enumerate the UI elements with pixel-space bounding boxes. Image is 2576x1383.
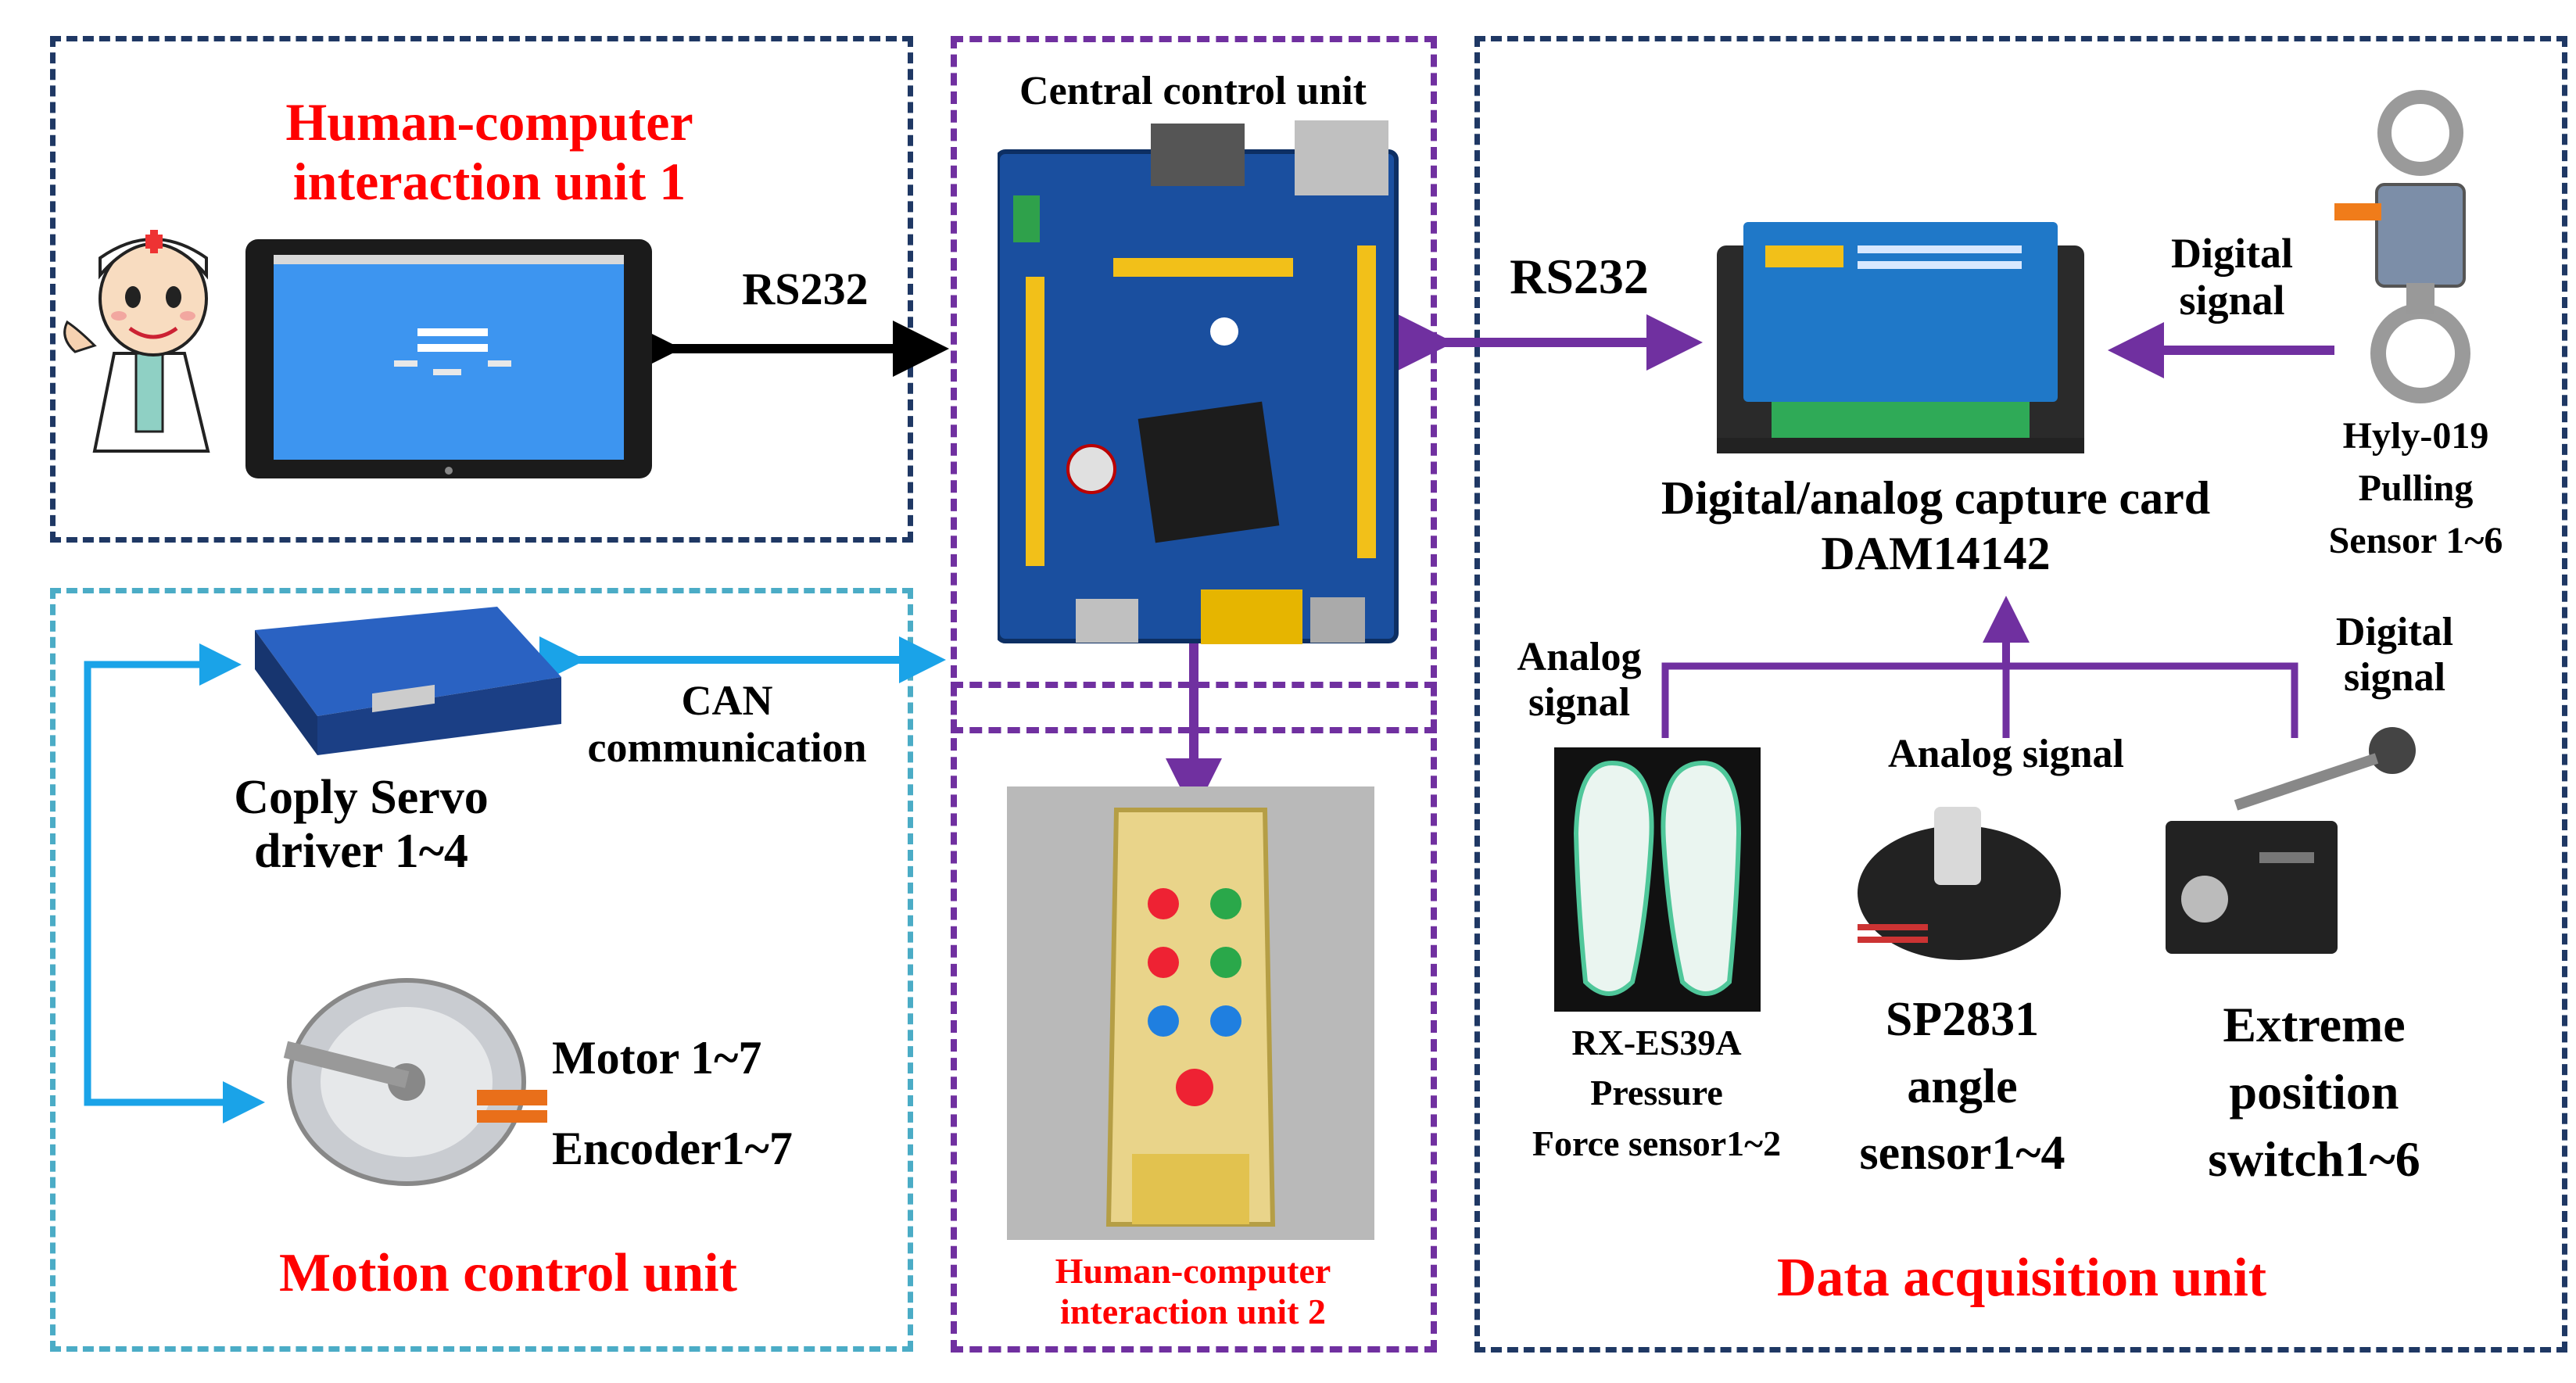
encoder-label: Encoder1~7 bbox=[552, 1123, 793, 1174]
angle-sensor-icon bbox=[1858, 807, 2061, 960]
capture-card-icon bbox=[1717, 222, 2084, 453]
limit-switch-icon bbox=[2166, 727, 2416, 954]
capture-card-label: Digital/analog capture card DAM14142 bbox=[1661, 472, 2211, 579]
motion-title: Motion control unit bbox=[279, 1243, 737, 1303]
handheld-remote-icon bbox=[1007, 786, 1374, 1240]
rs232-right-label: RS232 bbox=[1510, 249, 1649, 304]
sensor-bus-line bbox=[1661, 662, 2298, 738]
servo-driver-icon bbox=[255, 607, 561, 755]
analog-signal-mid-label: Analog signal bbox=[1888, 732, 2124, 776]
daq-title: Data acquisition unit bbox=[1776, 1248, 2267, 1308]
tablet-screen-icon bbox=[245, 239, 652, 478]
pulling-sensor-icon bbox=[2334, 90, 2470, 403]
angle-sensor-label: SP2831 angle sensor1~4 bbox=[1859, 993, 2065, 1181]
analog-signal-left-label: Analog signal bbox=[1517, 635, 1642, 726]
pressure-insole-icon bbox=[1554, 747, 1761, 1012]
hci1-title: Human-computer interaction unit 1 bbox=[285, 92, 693, 212]
can-label: CAN communication bbox=[587, 677, 867, 772]
pull-sensor-label: Hyly-019 Pulling Sensor 1~6 bbox=[2328, 415, 2503, 562]
switch-signal-label: Digital signal bbox=[2335, 610, 2454, 700]
pressure-sensor-label: RX-ES39A Pressure Force sensor1~2 bbox=[1532, 1023, 1782, 1163]
pull-signal-label: Digital signal bbox=[2171, 230, 2293, 324]
daq-unit-box bbox=[1474, 36, 2567, 1353]
hci2-title: Human-computer interaction unit 2 bbox=[1055, 1251, 1331, 1331]
hci1-unit-box bbox=[50, 36, 913, 543]
doctor-cartoon-icon bbox=[63, 230, 210, 453]
limit-switch-label: Extreme position switch1~6 bbox=[2208, 997, 2420, 1187]
motor-label: Motor 1~7 bbox=[552, 1032, 762, 1084]
servo-label: Coply Servo driver 1~4 bbox=[234, 771, 489, 879]
rs232-left-label: RS232 bbox=[742, 263, 869, 314]
motor-encoder-icon bbox=[283, 978, 547, 1186]
servo-motor-line bbox=[84, 661, 265, 1123]
motion-unit-box bbox=[50, 588, 913, 1352]
mcu-board-icon bbox=[998, 120, 1399, 644]
central-title: Central control unit bbox=[1019, 69, 1367, 113]
